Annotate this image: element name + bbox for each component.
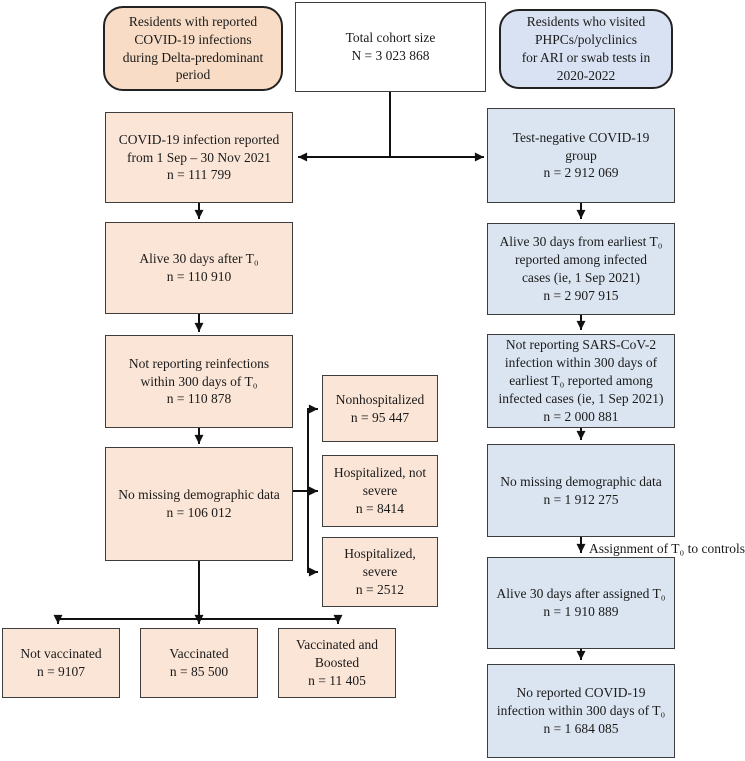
box-total-cohort-size: Total cohort size N = 3 023 868	[295, 2, 486, 92]
box-alive-30-days-assigned-t0: Alive 30 days after assigned T₀ n = 1 91…	[487, 557, 675, 649]
label-assignment-t0-to-controls: Assignment of T₀ to controls	[589, 541, 745, 556]
box-no-reported-covid-300-days: No reported COVID-19 infection within 30…	[487, 664, 675, 758]
box-residents-phpc-cohort: Residents who visited PHPCs/polyclinics …	[499, 9, 673, 89]
box-alive-30-days-after-t0: Alive 30 days after T₀ n = 110 910	[105, 222, 293, 314]
box-vaccinated: Vaccinated n = 85 500	[140, 628, 258, 698]
box-no-missing-demographic-data-infected: No missing demographic data n = 106 012	[105, 447, 293, 561]
box-hospitalized-not-severe: Hospitalized, not severe n = 8414	[322, 455, 438, 527]
box-hospitalized-severe: Hospitalized, severe n = 2512	[322, 537, 438, 607]
box-nonhospitalized: Nonhospitalized n = 95 447	[322, 375, 438, 442]
box-test-negative-group: Test-negative COVID-19 group n = 2 912 0…	[487, 108, 675, 203]
box-residents-delta-cohort: Residents with reported COVID-19 infecti…	[103, 6, 283, 91]
box-covid-infection-reported: COVID-19 infection reported from 1 Sep –…	[105, 112, 293, 203]
box-vaccinated-and-boosted: Vaccinated and Boosted n = 11 405	[278, 628, 396, 698]
box-not-reporting-sars-cov-2: Not reporting SARS-CoV-2 infection withi…	[487, 334, 675, 428]
box-alive-30-days-earliest-t0: Alive 30 days from earliest T₀ reported …	[487, 223, 675, 315]
box-no-missing-demographic-data-controls: No missing demographic data n = 1 912 27…	[487, 444, 675, 537]
box-not-vaccinated: Not vaccinated n = 9107	[2, 628, 120, 698]
box-not-reporting-reinfections: Not reporting reinfections within 300 da…	[105, 335, 293, 428]
